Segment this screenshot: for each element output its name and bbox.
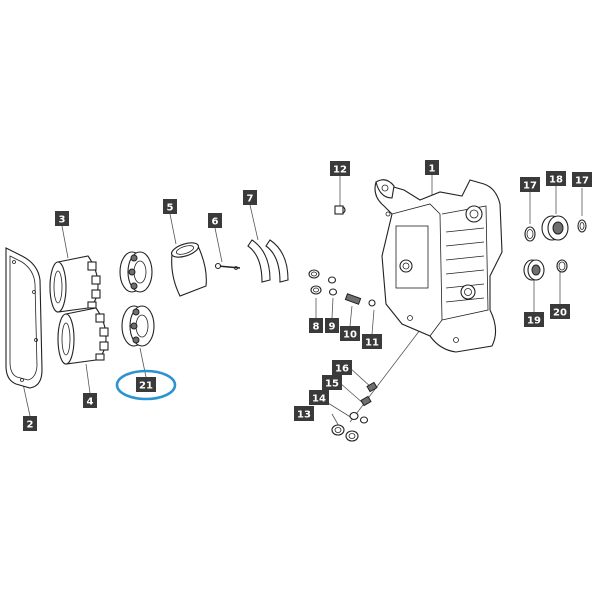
bearing-lower-part-21 <box>121 305 155 347</box>
callout-8-label: 8 <box>313 322 320 333</box>
gear-cylinder-part-4 <box>57 307 109 365</box>
callout-9-label: 9 <box>329 322 336 333</box>
callout-17-left[interactable]: 17 <box>520 177 540 192</box>
callout-17-right[interactable]: 17 <box>572 172 592 187</box>
callout-2[interactable]: 2 <box>23 416 37 431</box>
gasket-part-2 <box>5 247 43 389</box>
callout-20[interactable]: 20 <box>550 304 570 319</box>
callout-6[interactable]: 6 <box>208 213 222 228</box>
callout-8[interactable]: 8 <box>309 318 323 333</box>
callout-16[interactable]: 16 <box>332 360 352 375</box>
half-shells-part-7 <box>247 239 289 283</box>
callout-7-label: 7 <box>247 194 254 205</box>
callout-7[interactable]: 7 <box>243 190 257 205</box>
bearing-upper <box>119 251 153 293</box>
callout-13[interactable]: 13 <box>294 406 314 421</box>
plug-part-12 <box>334 205 346 215</box>
highlight-ring <box>115 369 177 401</box>
callout-11[interactable]: 11 <box>362 334 382 349</box>
callout-6-label: 6 <box>212 217 219 228</box>
callout-4[interactable]: 4 <box>83 393 97 408</box>
small-hardware-8-11 <box>308 269 376 307</box>
callout-19-label: 19 <box>527 316 541 327</box>
callout-4-label: 4 <box>87 397 94 408</box>
callout-17-left-label: 17 <box>523 181 537 192</box>
callout-18-label: 18 <box>549 175 563 186</box>
callout-14-label: 14 <box>312 394 326 405</box>
callout-11-label: 11 <box>365 338 379 349</box>
leader-lines <box>19 175 583 429</box>
callout-15[interactable]: 15 <box>322 375 342 390</box>
callout-12[interactable]: 12 <box>330 161 350 176</box>
callout-5-label: 5 <box>167 203 174 214</box>
callout-21-label: 21 <box>139 381 153 392</box>
callout-9[interactable]: 9 <box>325 318 339 333</box>
callout-20-label: 20 <box>553 308 567 319</box>
callout-13-label: 13 <box>297 410 311 421</box>
housing-part-1 <box>374 179 503 353</box>
callout-21[interactable]: 21 <box>136 377 156 392</box>
callout-5[interactable]: 5 <box>163 199 177 214</box>
callout-14[interactable]: 14 <box>309 390 329 405</box>
callout-17-right-label: 17 <box>575 176 589 187</box>
callout-10[interactable]: 10 <box>340 326 360 341</box>
callout-1[interactable]: 1 <box>425 160 439 175</box>
callout-1-label: 1 <box>429 164 436 175</box>
gear-cylinder-part-3 <box>49 255 101 313</box>
callout-16-label: 16 <box>335 364 349 375</box>
callout-3-label: 3 <box>59 215 66 226</box>
callout-15-label: 15 <box>325 379 339 390</box>
pin-part-6 <box>214 262 241 270</box>
callout-12-label: 12 <box>333 165 347 176</box>
callout-19[interactable]: 19 <box>524 312 544 327</box>
callout-10-label: 10 <box>343 330 357 341</box>
cup-part-5 <box>171 242 207 297</box>
callout-2-label: 2 <box>27 420 34 431</box>
callout-3[interactable]: 3 <box>55 211 69 226</box>
callout-18[interactable]: 18 <box>546 171 566 186</box>
small-hardware-13-16 <box>331 381 378 442</box>
seals-17-20 <box>523 215 587 281</box>
